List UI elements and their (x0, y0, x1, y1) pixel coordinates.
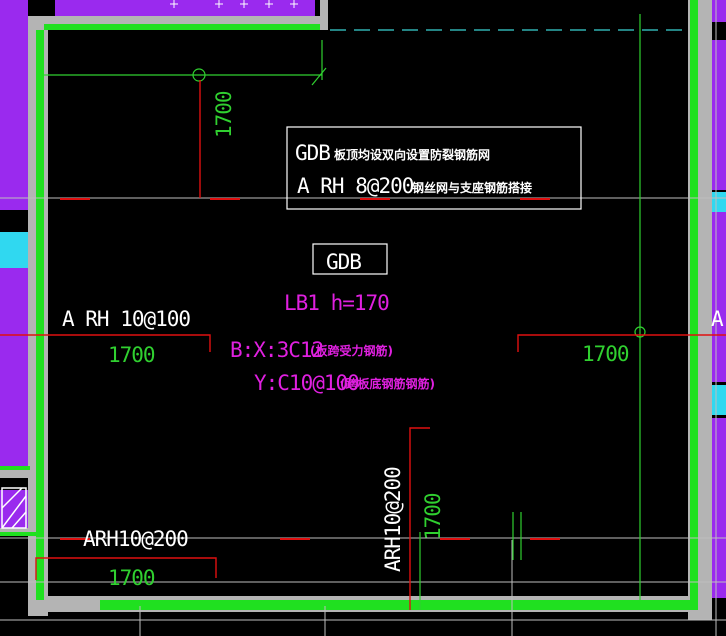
slab-name: LB1 h=170 (284, 291, 389, 315)
note-line2-text: 钢丝网与支座钢筋搭接 (412, 180, 532, 195)
gdb-tag: GDB (326, 250, 361, 274)
rebar-lines (0, 80, 726, 610)
dimension-lines (44, 14, 646, 610)
left-top-len: 1700 (108, 343, 155, 367)
hatch-block (1, 487, 27, 529)
left-top-rebar: A RH 10@100 (62, 307, 190, 331)
right-edge-rebar: A (711, 307, 724, 331)
bottom-vertical-rebar: ARH10@200 (381, 467, 405, 572)
bottom-vertical-len: 1700 (421, 493, 445, 540)
right-len: 1700 (582, 342, 629, 366)
left-bottom-len: 1700 (108, 566, 155, 590)
note-line1-text: 板顶均设双向设置防裂钢筋网 (334, 147, 490, 162)
top-strip-marks (170, 0, 298, 8)
bottom-y-rebar: Y:C10@100 (254, 371, 359, 395)
note-box[interactable] (286, 126, 582, 210)
left-bottom-rebar: ARH10@200 (83, 527, 188, 551)
note-line1-code: GDB (295, 141, 330, 165)
rebar-dashes (60, 198, 560, 540)
gdb-tag-box[interactable] (312, 243, 388, 275)
note-line2-code: A RH 8@200 (297, 174, 414, 198)
green-wall-edges (0, 0, 698, 610)
top-vertical-len: 1700 (212, 91, 236, 138)
bottom-y-note: (跨板底钢筋钢筋) (340, 376, 435, 391)
bottom-x-note: (板跨受力钢筋) (310, 343, 393, 358)
bottom-x-rebar: B:X:3C12 (230, 338, 323, 362)
